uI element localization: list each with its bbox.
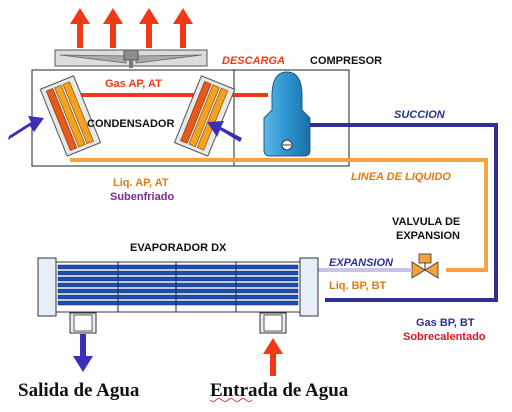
label-compresor: COMPRESOR: [310, 55, 382, 67]
label-subenfriado: Subenfriado: [110, 191, 174, 203]
label-gas-ap-at: Gas AP, AT: [105, 78, 162, 90]
label-salida-de-agua: Salida de Agua: [18, 380, 140, 401]
dx-evaporator: [37, 257, 319, 334]
air-inlet-arrow-right: [207, 121, 242, 142]
heat-arrow-1: [70, 8, 90, 48]
heat-arrow-3: [139, 8, 159, 48]
label-valvula-line1: VALVULA DE: [392, 216, 460, 228]
condenser-fan: [54, 49, 208, 68]
spellcheck-underline: [209, 398, 253, 402]
label-sobrecalentado: Sobrecalentado: [403, 331, 486, 343]
label-expansion: EXPANSION: [329, 257, 394, 269]
evaporator-tubes: [57, 264, 299, 306]
label-liq-ap-at: Liq. AP, AT: [113, 177, 169, 189]
compressor: [263, 71, 311, 157]
heat-release-arrows: [70, 8, 193, 48]
label-linea-de-liquido: LINEA DE LIQUIDO: [351, 171, 451, 183]
label-entrada-de-agua: Entrada de Agua: [210, 380, 349, 401]
condenser-coil-right: [173, 75, 236, 157]
heat-arrow-4: [173, 8, 193, 48]
label-valvula-line2: EXPANSION: [396, 230, 460, 242]
label-evaporador-dx: EVAPORADOR DX: [130, 242, 227, 254]
water-inlet-arrow: [263, 338, 283, 376]
label-descarga: DESCARGA: [222, 55, 285, 67]
label-gas-bp-bt: Gas BP, BT: [416, 317, 475, 329]
label-condensador: CONDENSADOR: [87, 118, 174, 130]
expansion-valve: [411, 253, 439, 279]
label-liq-bp-bt: Liq. BP, BT: [329, 280, 387, 292]
water-outlet-arrow: [73, 334, 93, 372]
air-inlet-arrow-left: [8, 116, 44, 140]
condenser-coil-left: [39, 75, 102, 157]
liquid-line: [70, 158, 488, 272]
heat-arrow-2: [103, 8, 123, 48]
suction-line: [310, 123, 498, 302]
label-succion: SUCCION: [394, 109, 446, 121]
